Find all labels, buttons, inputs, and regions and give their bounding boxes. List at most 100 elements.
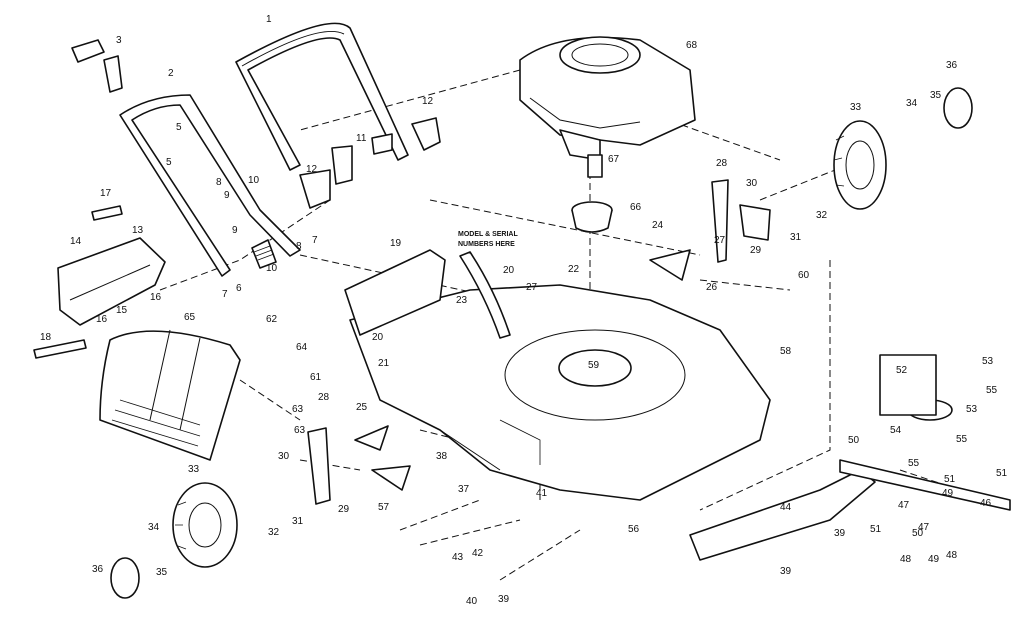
blade-adapter-56 [879, 354, 953, 421]
part-number-label: 40 [466, 596, 478, 607]
lower-handle [119, 94, 301, 277]
part-number-label: 25 [356, 402, 368, 413]
part-number-label: 48 [946, 550, 958, 561]
part-number-label: 51 [996, 468, 1008, 479]
part-number-label: 33 [188, 464, 200, 475]
spring-8 [251, 239, 277, 269]
part-number-label: 30 [278, 451, 290, 462]
part-number-label: 29 [750, 245, 762, 256]
rear-shield-19 [344, 249, 446, 336]
part-number-label: 53 [982, 356, 994, 367]
adapter-67 [571, 201, 613, 233]
part-number-label: 28 [318, 392, 330, 403]
baffle-58 [371, 465, 411, 491]
note-line-1: MODEL & SERIAL [458, 231, 518, 238]
part-number-label: 51 [944, 474, 956, 485]
part-number-label: 7 [312, 235, 318, 246]
part-number-label: 27 [526, 282, 538, 293]
part-number-label: 20 [503, 265, 515, 276]
discharge-chute-44 [689, 469, 876, 561]
part-number-label: 52 [896, 365, 908, 376]
front-wheel-33-left [172, 482, 238, 568]
part-number-label: 58 [780, 346, 792, 357]
part-number-label: 10 [248, 175, 260, 186]
part-number-label: 20 [372, 332, 384, 343]
handle-11 [331, 133, 393, 185]
part-number-label: 9 [232, 225, 238, 236]
part-number-label: 23 [456, 295, 468, 306]
part-number-label: 10 [266, 263, 278, 274]
part-number-label: 11 [356, 133, 367, 144]
part-number-label: 67 [608, 154, 620, 165]
part-number-label: 35 [930, 90, 942, 101]
part-number-label: 31 [790, 232, 802, 243]
part-number-label: 50 [848, 435, 860, 446]
part-number-label: 47 [898, 500, 910, 511]
part-number-label: 34 [148, 522, 160, 533]
blade-46 [839, 459, 1011, 511]
part-number-label: 19 [390, 238, 402, 249]
part-number-label: 28 [716, 158, 728, 169]
engine-69 [519, 36, 696, 178]
part-number-label: 38 [436, 451, 448, 462]
deflector-13 [57, 237, 166, 326]
note-line-2: NUMBERS HERE [458, 241, 515, 248]
part-number-label: 39 [498, 594, 510, 605]
part-number-label: 57 [378, 502, 390, 513]
hubcap-36 [110, 87, 973, 599]
control-knob-3 [71, 39, 123, 93]
part-number-label: 9 [224, 190, 230, 201]
part-number-label: 12 [422, 96, 434, 107]
part-number-label: 36 [946, 60, 958, 71]
part-number-label: 34 [906, 98, 918, 109]
part-number-label: 15 [116, 305, 128, 316]
part-number-label: 41 [536, 488, 548, 499]
part-number-label: 1 [266, 14, 272, 25]
part-number-label: 12 [306, 164, 318, 175]
part-number-label: 55 [956, 434, 968, 445]
part-number-label: 43 [452, 552, 464, 563]
part-number-label: 5 [166, 157, 172, 168]
part-number-label: 66 [630, 202, 642, 213]
part-number-label: 54 [890, 425, 902, 436]
upper-handle [235, 22, 409, 171]
part-labels: 1235567788991010111212131415161617181920… [0, 0, 1008, 607]
trim-17-18 [33, 205, 123, 359]
part-number-label: 14 [70, 236, 82, 247]
part-number-label: 49 [942, 488, 954, 499]
part-number-label: 36 [92, 564, 104, 575]
part-number-label: 17 [100, 188, 112, 199]
part-number-label: 32 [268, 527, 280, 538]
part-number-label: 56 [628, 524, 640, 535]
model-serial-note: MODEL & SERIAL NUMBERS HERE [458, 231, 518, 339]
part-number-label: 33 [850, 102, 862, 113]
part-number-label: 59 [588, 360, 600, 371]
part-number-label: 8 [296, 241, 302, 252]
part-number-label: 16 [150, 292, 162, 303]
note-arrow-icon [459, 251, 511, 339]
part-number-label: 8 [216, 177, 222, 188]
part-number-label: 21 [378, 358, 390, 369]
part-number-label: 61 [310, 372, 322, 383]
part-number-label: 2 [168, 68, 174, 79]
part-number-label: 65 [184, 312, 196, 323]
part-number-label: 68 [686, 40, 698, 51]
part-number-label: 6 [236, 283, 242, 294]
part-number-label: 30 [746, 178, 758, 189]
part-number-label: 47 [918, 522, 930, 533]
mower-deck-57 [349, 284, 771, 501]
part-number-label: 37 [458, 484, 470, 495]
part-number-label: 13 [132, 225, 144, 236]
part-number-label: 39 [834, 528, 846, 539]
part-number-label: 27 [714, 235, 726, 246]
part-number-label: 62 [266, 314, 278, 325]
part-number-label: 55 [908, 458, 920, 469]
part-number-label: 53 [966, 404, 978, 415]
part-number-label: 5 [176, 122, 182, 133]
part-number-label: 16 [96, 314, 108, 325]
grass-bag-66 [99, 329, 241, 461]
part-number-label: 60 [798, 270, 810, 281]
part-number-label: 24 [652, 220, 664, 231]
